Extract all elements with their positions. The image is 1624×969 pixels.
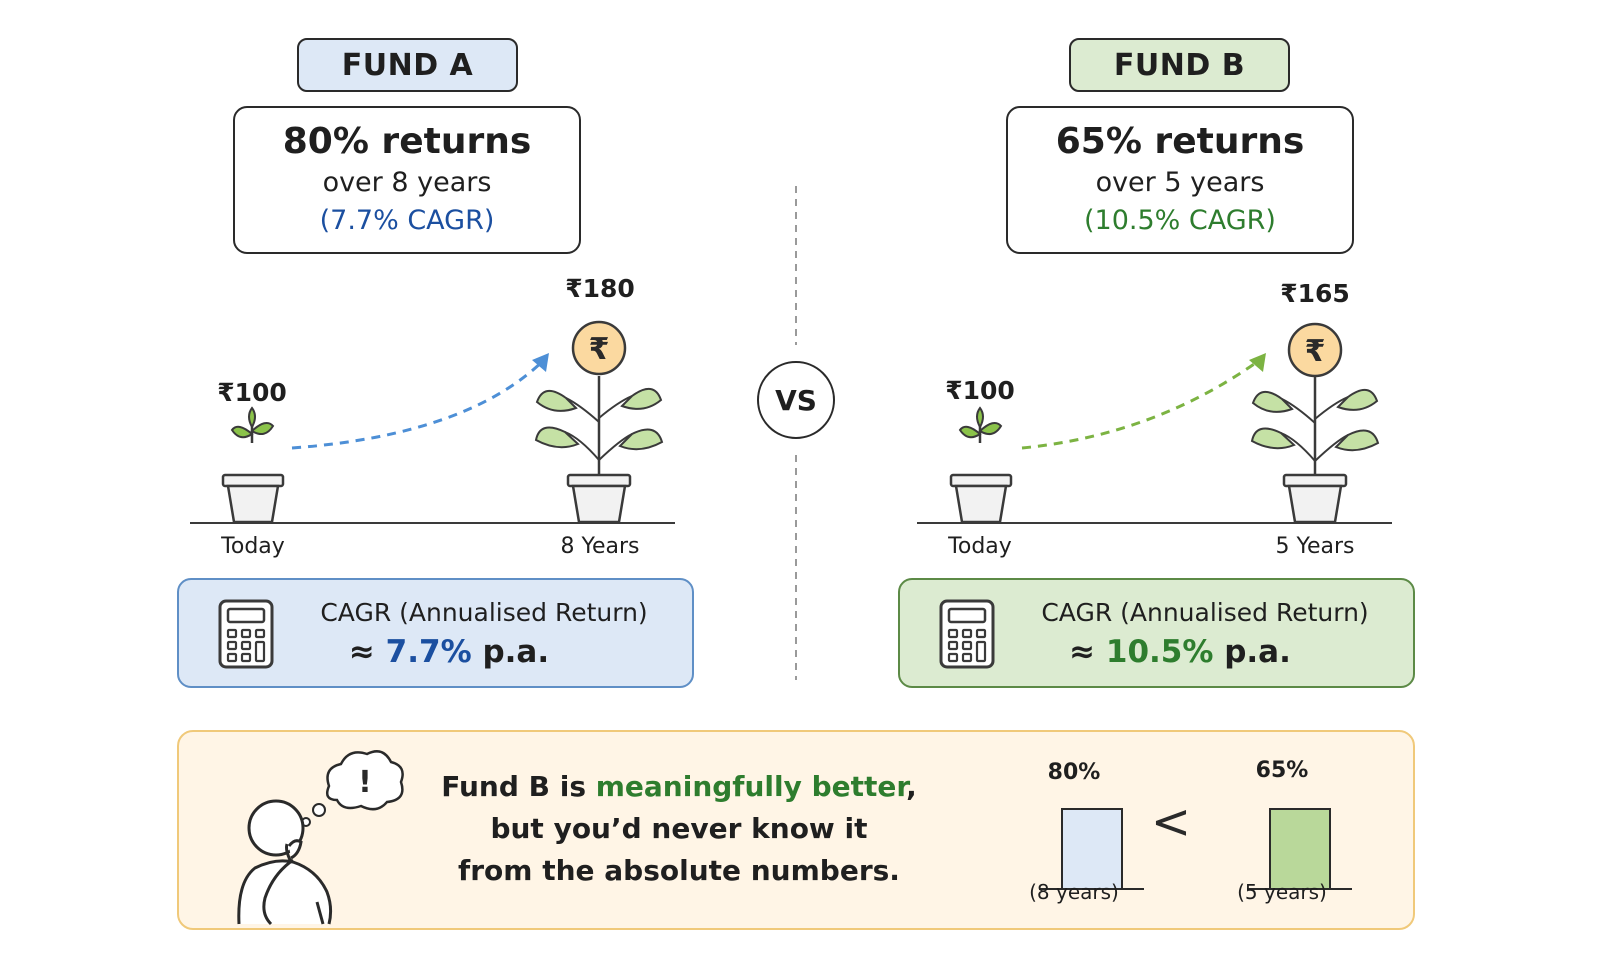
fund-a-end-amount: ₹180 bbox=[565, 274, 635, 303]
fund-b-period: over 5 years bbox=[1095, 167, 1265, 198]
fund-a-cagr-value: 7.7% bbox=[385, 634, 472, 670]
fund-b-headline: 65% returns bbox=[1055, 121, 1305, 162]
fund-a-cagr-line: ≈ 7.7% p.a. bbox=[289, 634, 609, 670]
fund-a-arrow-head bbox=[532, 353, 549, 372]
fund-a-growth-arrow bbox=[291, 355, 549, 450]
insight-message: Fund B is meaningfully better, but you’d… bbox=[419, 766, 939, 892]
fund-b-cagr-value: 10.5% bbox=[1105, 634, 1214, 670]
vs-badge: VS bbox=[757, 361, 835, 439]
fund-b-cagr-suffix: p.a. bbox=[1224, 634, 1291, 670]
calculator-icon bbox=[218, 599, 274, 669]
bar-b bbox=[1269, 808, 1331, 890]
fund-a-cagr-prefix: ≈ bbox=[348, 634, 375, 670]
bar-b-period: (5 years) bbox=[1237, 880, 1327, 904]
fund-b-cagr-line: ≈ 10.5% p.a. bbox=[1010, 634, 1350, 670]
sprout-icon bbox=[221, 406, 285, 524]
fund-a-start-label: Today bbox=[221, 534, 285, 559]
sprout-icon bbox=[949, 406, 1013, 524]
comparator-sign: < bbox=[1150, 794, 1192, 850]
fund-a-end-label: 8 Years bbox=[560, 534, 640, 559]
fund-a-returns-box: 80% returns over 8 years (7.7% CAGR) bbox=[233, 106, 581, 254]
fund-b-cagr-prefix: ≈ bbox=[1069, 634, 1096, 670]
fund-b-end-label: 5 Years bbox=[1275, 534, 1355, 559]
insight-line-3: from the absolute numbers. bbox=[458, 854, 900, 887]
fund-a-start-amount: ₹100 bbox=[217, 378, 287, 407]
fund-a-cagr-suffix: p.a. bbox=[482, 634, 550, 670]
fund-a-period: over 8 years bbox=[322, 167, 492, 198]
fund-a-cagr-box: CAGR (Annualised Return) ≈ 7.7% p.a. bbox=[177, 578, 694, 688]
fund-b-arrow-head bbox=[1249, 353, 1266, 372]
fund-b-growth-arrow bbox=[1021, 355, 1265, 450]
bar-b-label: 65% bbox=[1255, 758, 1309, 783]
svg-text:₹: ₹ bbox=[1305, 334, 1326, 369]
fund-a-tag: FUND A bbox=[297, 38, 518, 92]
fund-b-start-label: Today bbox=[948, 534, 1012, 559]
fund-b-cagr-box: CAGR (Annualised Return) ≈ 10.5% p.a. bbox=[898, 578, 1415, 688]
bar-a-period: (8 years) bbox=[1029, 880, 1119, 904]
insight-line-2: but you’d never know it bbox=[490, 812, 868, 845]
fund-b-returns-box: 65% returns over 5 years (10.5% CAGR) bbox=[1006, 106, 1354, 254]
insight-highlight: meaningfully better bbox=[595, 770, 907, 803]
fund-a-cagr-short: (7.7% CAGR) bbox=[319, 205, 495, 236]
comparison-bars bbox=[1039, 808, 1352, 890]
calculator-icon bbox=[939, 599, 995, 669]
rupee-coin-icon: ₹ bbox=[571, 320, 627, 376]
insight-line-1: Fund B is meaningfully better, bbox=[441, 770, 917, 803]
fund-a-cagr-title: CAGR (Annualised Return) bbox=[320, 598, 648, 627]
thought-bubble-icon: ! bbox=[301, 750, 404, 827]
bar-a-label: 80% bbox=[1047, 760, 1101, 785]
thinking-person-icon: ! bbox=[237, 750, 404, 926]
fund-b-end-amount: ₹165 bbox=[1280, 279, 1350, 308]
insight-box: ! Fund B is meaningfully better, but you… bbox=[177, 730, 1415, 930]
bar-a bbox=[1061, 808, 1123, 890]
fund-b-cagr-short: (10.5% CAGR) bbox=[1084, 205, 1276, 236]
fund-b-growth-illustration: ₹ bbox=[917, 322, 1392, 524]
fund-b-tag: FUND B bbox=[1069, 38, 1290, 92]
fund-b-start-amount: ₹100 bbox=[945, 376, 1015, 405]
svg-text:₹: ₹ bbox=[589, 332, 610, 367]
fund-a-growth-illustration: ₹ bbox=[190, 320, 675, 524]
thought-mark: ! bbox=[358, 765, 372, 800]
plant-icon bbox=[534, 376, 664, 524]
fund-b-cagr-title: CAGR (Annualised Return) bbox=[1041, 598, 1369, 627]
fund-a-headline: 80% returns bbox=[282, 121, 532, 162]
rupee-coin-icon: ₹ bbox=[1287, 322, 1343, 378]
plant-icon bbox=[1250, 377, 1380, 524]
